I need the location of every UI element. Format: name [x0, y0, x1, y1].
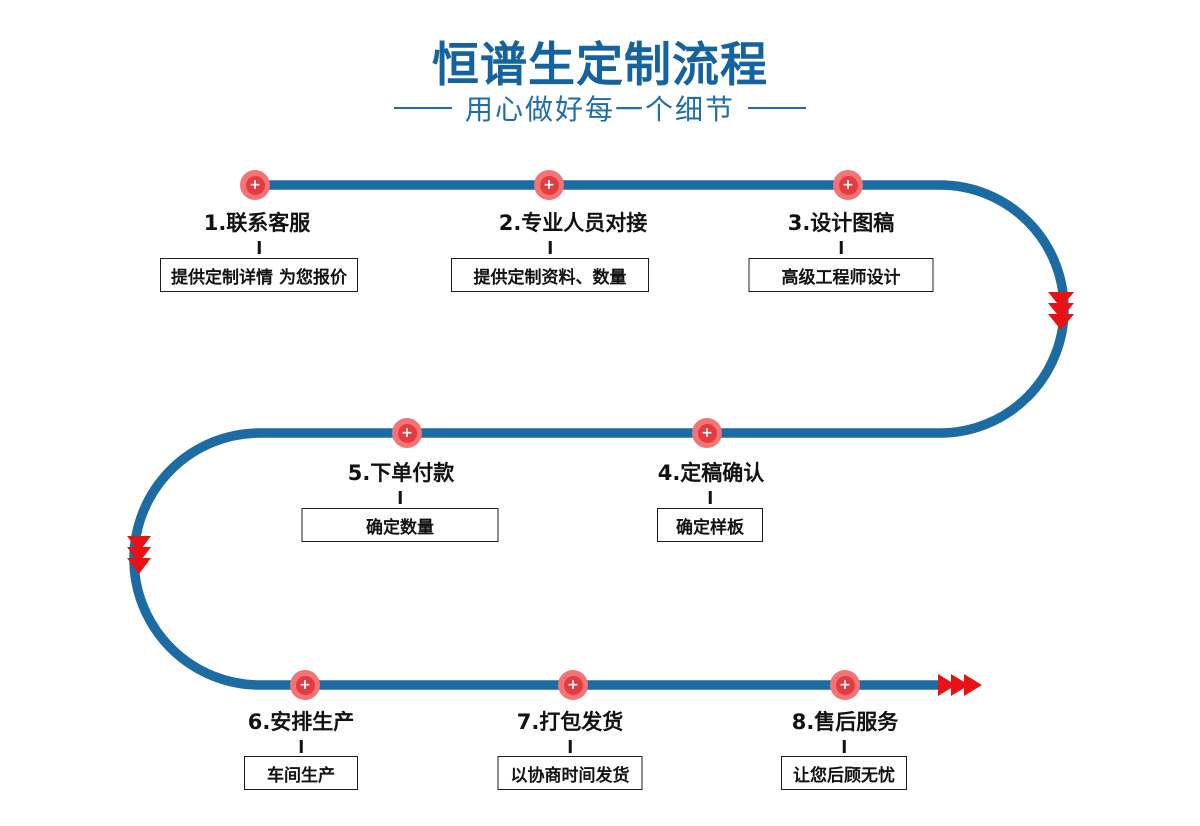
step-label-8: 8.售后服务 — [791, 710, 899, 734]
subtitle-left-line — [393, 107, 452, 109]
step-node: + — [290, 670, 320, 700]
flow-path — [129, 180, 1069, 690]
plus-icon: + — [539, 175, 559, 195]
step-note-6: 车间生产 — [244, 756, 358, 790]
plus-icon: + — [835, 675, 855, 695]
step-connector-1 — [257, 241, 261, 254]
chevron-down-icon — [127, 536, 151, 574]
step-label-5: 5.下单付款 — [347, 461, 455, 485]
plus-icon: + — [295, 675, 315, 695]
chevron-down-icon — [1048, 292, 1074, 330]
step-note-5: 确定数量 — [301, 508, 499, 542]
step-label-7: 7.打包发货 — [516, 710, 624, 734]
step-note-4: 确定样板 — [657, 508, 763, 542]
step-connector-5 — [398, 491, 402, 504]
step-node: + — [558, 670, 588, 700]
step-note-7: 以协商时间发货 — [497, 756, 643, 790]
page-title: 恒谱生定制流程 — [432, 38, 768, 93]
step-label-4: 4.定稿确认 — [657, 461, 765, 485]
step-connector-7 — [568, 740, 572, 753]
step-note-8: 让您后顾无忧 — [781, 756, 907, 790]
step-label-3: 3.设计图稿 — [787, 211, 895, 235]
step-node: + — [240, 170, 270, 200]
plus-icon: + — [697, 423, 717, 443]
plus-icon: + — [245, 175, 265, 195]
step-node: + — [692, 418, 722, 448]
step-connector-6 — [299, 740, 303, 753]
step-connector-4 — [708, 491, 712, 504]
step-label-2: 2.专业人员对接 — [498, 211, 648, 235]
step-node: + — [534, 170, 564, 200]
step-connector-8 — [842, 740, 846, 753]
subtitle-right-line — [748, 107, 806, 109]
chevron-right-icon — [938, 674, 982, 696]
step-label-6: 6.安排生产 — [247, 710, 355, 734]
step-label-1: 1.联系客服 — [203, 211, 311, 235]
step-note-3: 高级工程师设计 — [748, 258, 934, 292]
page-subtitle: 用心做好每一个细节 — [464, 93, 735, 126]
plus-icon: + — [563, 675, 583, 695]
step-connector-2 — [548, 241, 552, 254]
plus-icon: + — [397, 423, 417, 443]
page-subtitle-row: 用心做好每一个细节 — [0, 88, 1200, 128]
step-note-1: 提供定制详情 为您报价 — [160, 258, 358, 292]
plus-icon: + — [838, 175, 858, 195]
step-note-2: 提供定制资料、数量 — [451, 258, 649, 292]
step-node: + — [392, 418, 422, 448]
step-node: + — [833, 170, 863, 200]
step-node: + — [830, 670, 860, 700]
step-connector-3 — [839, 241, 843, 254]
